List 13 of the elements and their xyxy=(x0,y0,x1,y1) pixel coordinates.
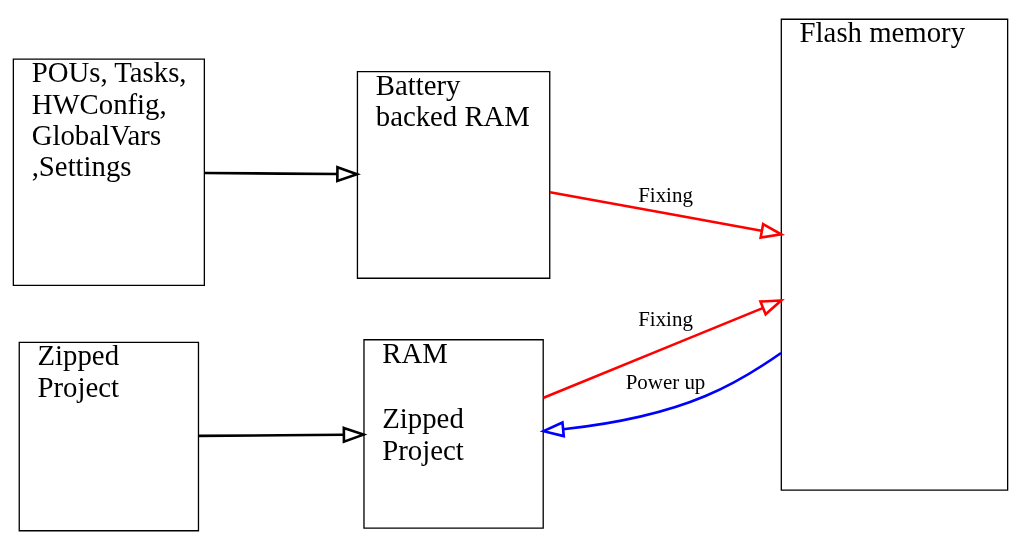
node-box: POUs, Tasks, HWConfig, GlobalVars ,Settings xyxy=(12,58,205,287)
arrow xyxy=(198,426,368,444)
node-box: Battery backed RAM xyxy=(356,70,551,279)
arrow xyxy=(204,165,361,183)
node-box: Zipped Project xyxy=(18,341,200,532)
arrow xyxy=(539,351,782,438)
edge-label: Power up xyxy=(625,370,706,395)
arrow xyxy=(543,299,785,399)
node-box: Flash memory xyxy=(780,18,1009,491)
node-box: RAM Zipped Project xyxy=(363,339,544,529)
arrow xyxy=(549,190,786,240)
edge-label: Fixing xyxy=(638,307,693,332)
edge-label: Fixing xyxy=(638,183,693,208)
